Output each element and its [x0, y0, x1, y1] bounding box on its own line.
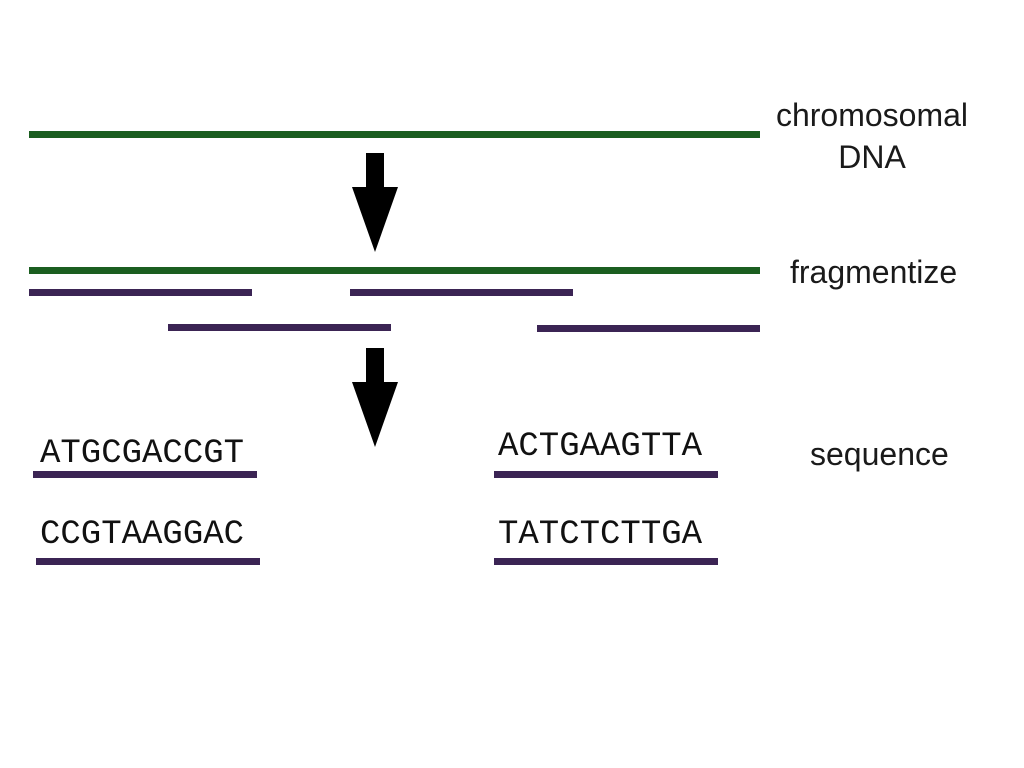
- sequence-label: sequence: [810, 436, 949, 472]
- read-underline-right-top: [494, 471, 718, 478]
- chromosomal-dna-label: chromosomal DNA: [758, 94, 986, 178]
- fragment-bar-4: [537, 325, 760, 332]
- down-arrow-icon: [352, 348, 398, 447]
- chromosomal-label-line1: chromosomal: [775, 97, 969, 133]
- read-underline-left-bottom: [36, 558, 260, 565]
- dna-line-fragmentize: [29, 267, 760, 274]
- read-left-top: ATGCGACCGT: [40, 435, 245, 473]
- read-underline-left-top: [33, 471, 257, 478]
- read-right-top: ACTGAAGTTA: [498, 428, 703, 466]
- chromosomal-dna-line: [29, 131, 760, 138]
- read-left-bottom: CCGTAAGGAC: [40, 516, 245, 554]
- read-underline-right-bottom: [494, 558, 718, 565]
- fragment-bar-3: [168, 324, 391, 331]
- fragmentize-label: fragmentize: [790, 254, 958, 290]
- chromosomal-label-line2: DNA: [838, 139, 906, 175]
- fragment-bar-2: [350, 289, 573, 296]
- read-right-bottom: TATCTCTTGA: [498, 516, 703, 554]
- down-arrow-icon: [352, 153, 398, 252]
- fragment-bar-1: [29, 289, 252, 296]
